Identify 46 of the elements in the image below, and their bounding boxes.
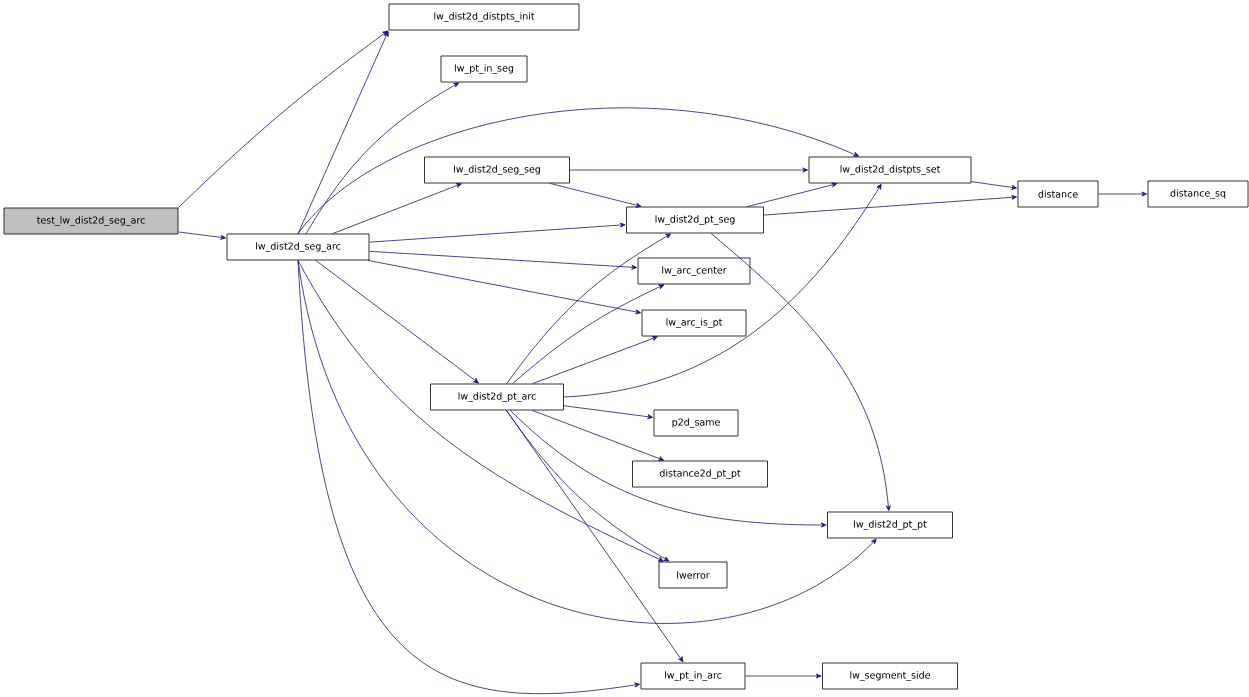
function-box: lw_pt_in_arc bbox=[640, 662, 746, 690]
arrow bbox=[512, 284, 665, 384]
function-box: distance bbox=[1017, 180, 1099, 208]
function-box: p2d_same bbox=[653, 409, 739, 437]
function-box: lw_pt_in_seg bbox=[440, 55, 528, 83]
arrow bbox=[297, 260, 664, 562]
arrow bbox=[297, 260, 640, 695]
arrow bbox=[1098, 191, 1147, 197]
arrow bbox=[178, 231, 226, 240]
arrow bbox=[506, 233, 672, 384]
arrow bbox=[315, 260, 479, 384]
arrow bbox=[369, 222, 626, 243]
function-box: lw_dist2d_seg_arc bbox=[226, 233, 370, 261]
arrow bbox=[971, 181, 1017, 190]
arrow bbox=[367, 260, 641, 315]
arrow bbox=[710, 233, 891, 511]
function-box: distance_sq bbox=[1147, 180, 1249, 208]
arrow bbox=[369, 250, 637, 270]
function-box: lw_dist2d_distpts_set bbox=[808, 156, 972, 184]
arrow bbox=[297, 30, 389, 234]
arrow bbox=[745, 673, 822, 679]
function-box: distance2d_pt_pt bbox=[632, 460, 768, 488]
function-box: lw_segment_side bbox=[822, 662, 958, 690]
function-box: lw_dist2d_pt_arc bbox=[430, 383, 564, 411]
function-box: lw_dist2d_pt_seg bbox=[626, 206, 764, 234]
arrow bbox=[763, 194, 1017, 216]
arrow bbox=[531, 410, 665, 461]
function-box: lw_dist2d_pt_pt bbox=[827, 511, 953, 539]
arrow bbox=[332, 183, 462, 234]
function-box: lw_arc_center bbox=[637, 257, 751, 285]
arrow bbox=[305, 82, 460, 234]
function-box: lw_arc_is_pt bbox=[641, 309, 747, 337]
function-box: test_lw_dist2d_seg_arc bbox=[3, 207, 179, 235]
arrow bbox=[178, 30, 389, 208]
arrow bbox=[549, 183, 642, 208]
arrow bbox=[746, 182, 838, 207]
arrow bbox=[510, 410, 827, 528]
arrow bbox=[563, 405, 653, 420]
arrow bbox=[532, 336, 658, 384]
arrow bbox=[297, 107, 860, 234]
arrow bbox=[563, 183, 882, 398]
function-box: lwerror bbox=[658, 561, 728, 589]
arrow bbox=[506, 410, 684, 663]
function-box: lw_dist2d_seg_seg bbox=[424, 156, 570, 184]
arrow bbox=[569, 167, 808, 173]
function-box: lw_dist2d_distpts_init bbox=[388, 3, 580, 31]
